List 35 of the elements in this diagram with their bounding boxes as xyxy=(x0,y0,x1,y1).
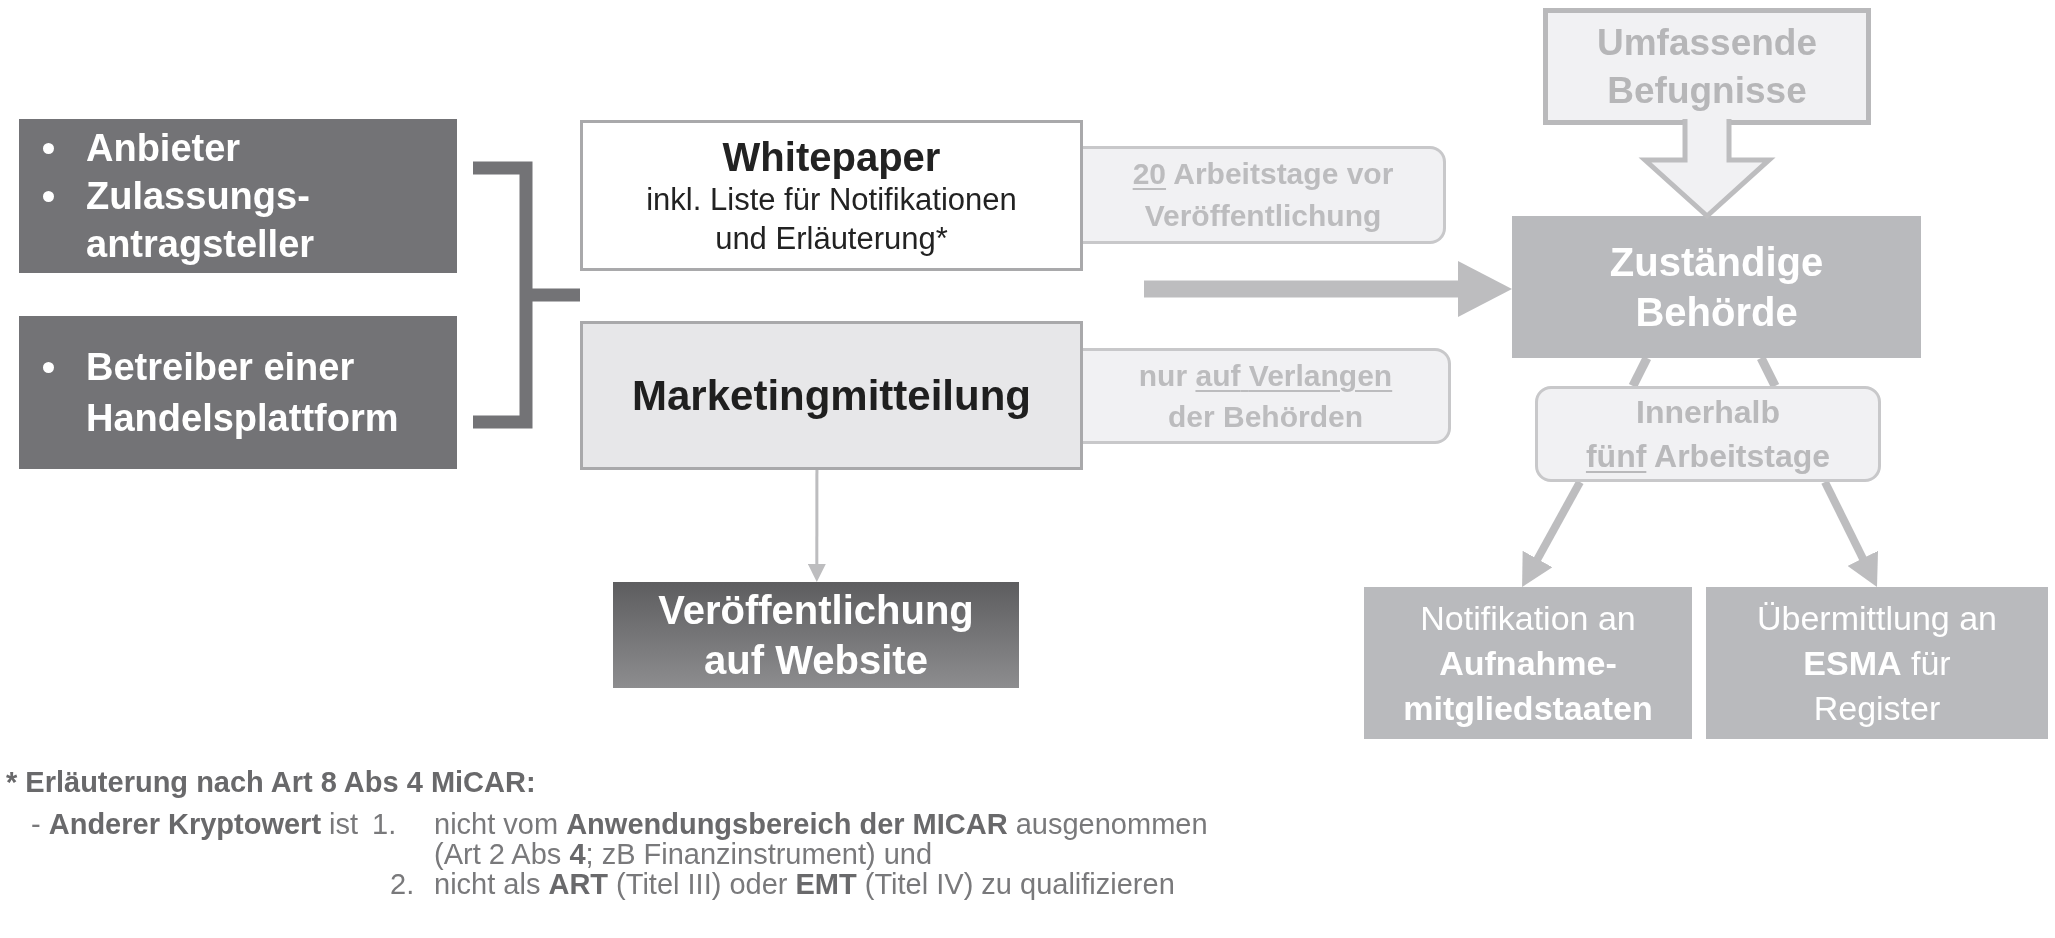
authority-box xyxy=(1512,216,1921,358)
document-box xyxy=(580,120,1083,271)
list-item-text: Zulassungs- antragsteller xyxy=(86,174,315,267)
process-box xyxy=(1706,587,2048,739)
box-text: Marketingmitteilung xyxy=(632,370,1031,421)
box-text: Übermittlung an ESMA für Register xyxy=(1756,597,1998,729)
list-number: 1. xyxy=(372,809,397,839)
arrow xyxy=(807,470,826,582)
list-item-text: Betreiber einer Handelsplattform xyxy=(86,344,399,441)
note-box xyxy=(1543,8,1871,125)
box-text: Notifikation an Aufnahme- mitgliedstaaten xyxy=(1402,597,1654,729)
role-box xyxy=(19,119,457,273)
list-item-text: Anbieter xyxy=(86,126,241,171)
note-box xyxy=(1083,348,1451,444)
connector-line xyxy=(1628,356,1651,388)
footnote-heading: * Erläuterung nach Art 8 Abs 4 MiCAR: xyxy=(6,767,536,797)
box-text: Veröffentlichung auf Website xyxy=(658,587,974,684)
box-text: Umfassende Befugnisse xyxy=(1597,20,1817,113)
box-text: Innerhalb fünf Arbeitstage xyxy=(1585,393,1831,476)
arrow xyxy=(1821,480,1878,587)
role-box xyxy=(19,316,457,469)
footnote-text: - Anderer Kryptowert ist xyxy=(31,809,359,839)
box-text: inkl. Liste für Notifikationen und Erläuterung* xyxy=(646,180,1017,258)
connector-line xyxy=(1757,356,1780,388)
process-box xyxy=(613,582,1019,688)
document-box xyxy=(580,321,1083,470)
deadline-box xyxy=(1535,386,1881,482)
note-box xyxy=(1083,146,1446,244)
arrow xyxy=(1144,261,1512,317)
arrow xyxy=(1522,480,1584,587)
footnote-text: nicht als ART (Titel III) oder EMT (Titel IV) zu qualifizieren xyxy=(434,869,1175,899)
process-box xyxy=(1364,587,1692,739)
list-number: 2. xyxy=(390,869,415,899)
box-title: Whitepaper xyxy=(722,133,941,180)
box-text: Zuständige Behörde xyxy=(1609,239,1824,336)
